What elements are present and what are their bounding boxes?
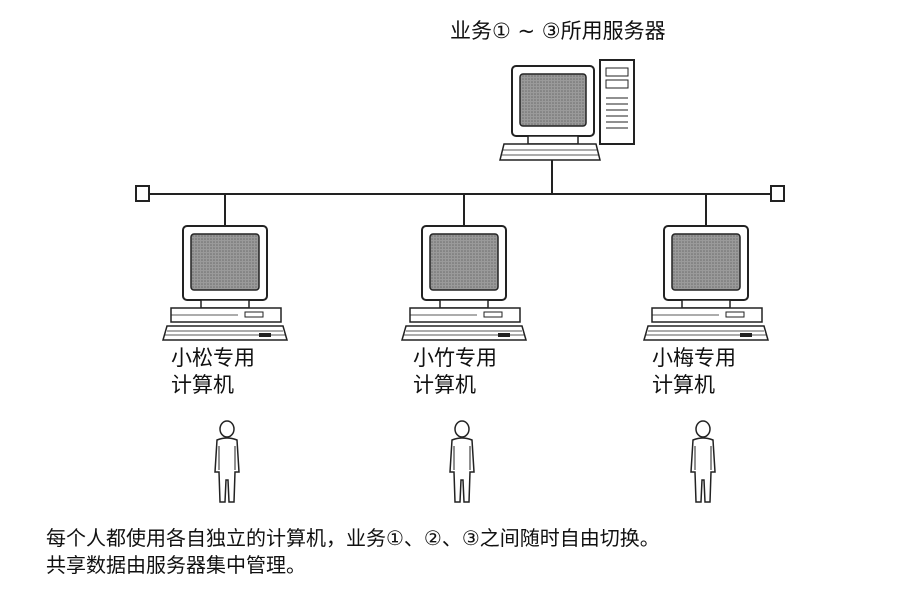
computer-label-1: 小松专用 计算机 <box>171 345 291 399</box>
computer-label-2-line2: 计算机 <box>413 373 476 397</box>
computer-label-3-line2: 计算机 <box>652 373 715 397</box>
server-computer <box>499 59 635 161</box>
person-1 <box>214 420 240 503</box>
computer-label-2-line1: 小竹专用 <box>413 346 497 370</box>
caption-line1: 每个人都使用各自独立的计算机，业务①、②、③之间随时自由切换。 <box>46 526 660 550</box>
person-3 <box>690 420 716 503</box>
caption-line2: 共享数据由服务器集中管理。 <box>46 553 306 577</box>
computer-label-3-line1: 小梅专用 <box>652 346 736 370</box>
network-bus <box>135 160 785 226</box>
computer-label-1-line1: 小松专用 <box>171 346 255 370</box>
computer-label-1-line2: 计算机 <box>171 373 234 397</box>
diagram-caption: 每个人都使用各自独立的计算机，业务①、②、③之间随时自由切换。 共享数据由服务器… <box>46 525 660 579</box>
workstation-1 <box>162 225 288 341</box>
computer-label-3: 小梅专用 计算机 <box>652 345 772 399</box>
workstation-3 <box>643 225 769 341</box>
person-2 <box>449 420 475 503</box>
workstation-2 <box>401 225 527 341</box>
computer-label-2: 小竹专用 计算机 <box>413 345 533 399</box>
server-label: 业务① ~ ③所用服务器 <box>450 19 666 43</box>
